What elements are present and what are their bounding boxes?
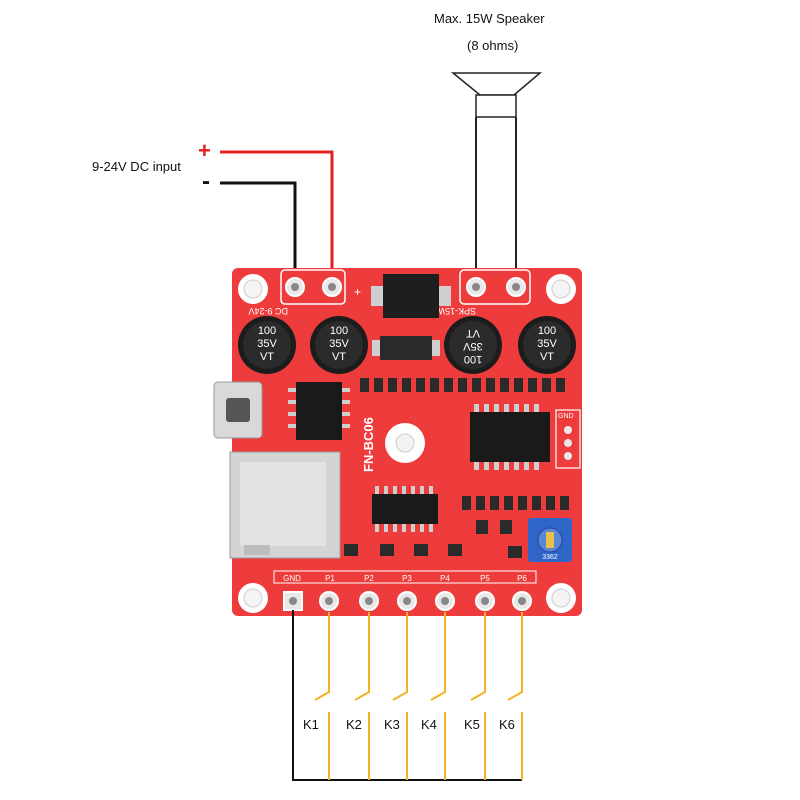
- pin-label-p4: P4: [440, 574, 450, 583]
- switch-wires: [314, 612, 523, 780]
- pcb-board: DC 9-24V + SPK-15W 100 35V VT 100 35V VT…: [213, 268, 582, 616]
- switch-k6: [507, 612, 523, 780]
- svg-text:100: 100: [330, 325, 348, 337]
- switch-label-k3: K3: [384, 717, 400, 732]
- power-pads: [280, 269, 346, 305]
- plus-symbol: +: [198, 138, 211, 163]
- minus-symbol: -: [202, 168, 210, 195]
- svg-text:3362: 3362: [542, 554, 558, 561]
- power-wires: + -: [198, 138, 334, 283]
- switch-k1: [314, 612, 330, 780]
- capacitor-1: 100 35V VT: [238, 316, 296, 374]
- amplifier-chip: [470, 412, 550, 462]
- minus-wire: [220, 181, 297, 283]
- side-header: [555, 409, 581, 469]
- pin-labels: GND P1 P2 P3 P4 P5 P6: [273, 570, 537, 584]
- regulator-chip: [383, 274, 439, 318]
- switch-label-k1: K1: [303, 717, 319, 732]
- switch-k3: [392, 612, 408, 780]
- speaker-pads: [459, 269, 531, 305]
- switch-k5: [470, 612, 486, 780]
- svg-text:35V: 35V: [257, 338, 277, 350]
- smd-lower-row: [344, 496, 569, 558]
- button-pads: [283, 591, 532, 611]
- plus-wire: [220, 150, 334, 283]
- pin-label-gnd: GND: [283, 574, 301, 583]
- pin-label-p6: P6: [517, 574, 527, 583]
- speaker-wires: [475, 117, 517, 282]
- svg-text:VT: VT: [332, 351, 346, 363]
- switch-label-k2: K2: [346, 717, 362, 732]
- speaker-impedance: (8 ohms): [467, 38, 519, 53]
- mounting-holes: [238, 274, 576, 613]
- svg-text:VT: VT: [466, 327, 480, 339]
- dc-plus-label: +: [354, 285, 361, 299]
- pin-label-p3: P3: [402, 574, 412, 583]
- switch-label-k5: K5: [464, 717, 480, 732]
- svg-text:VT: VT: [540, 351, 554, 363]
- smd-component-row: [360, 378, 565, 392]
- svg-text:100: 100: [258, 325, 276, 337]
- pin-label-p2: P2: [364, 574, 374, 583]
- power-input-label: 9-24V DC input: [92, 159, 181, 174]
- capacitor-2: 100 35V VT: [310, 316, 368, 374]
- svg-text:GND: GND: [558, 413, 574, 420]
- flash-chip: [296, 382, 342, 440]
- model-label: FN-BC06: [361, 417, 376, 472]
- switch-k2: [354, 612, 370, 780]
- speaker-icon: [450, 72, 543, 118]
- dc-label: DC 9-24V: [248, 306, 288, 316]
- decoder-chip: [372, 494, 438, 524]
- switch-label-k4: K4: [421, 717, 437, 732]
- svg-text:35V: 35V: [537, 338, 557, 350]
- svg-text:100: 100: [538, 325, 556, 337]
- switch-label-k6: K6: [499, 717, 515, 732]
- svg-text:100: 100: [464, 353, 482, 365]
- svg-text:VT: VT: [260, 351, 274, 363]
- pin-label-p5: P5: [480, 574, 490, 583]
- svg-text:35V: 35V: [463, 340, 483, 352]
- svg-text:35V: 35V: [329, 338, 349, 350]
- speaker-title: Max. 15W Speaker: [434, 11, 545, 26]
- spk-label: SPK-15W: [436, 306, 476, 316]
- switch-k4: [430, 612, 446, 780]
- capacitor-3: 100 35V VT: [444, 316, 502, 374]
- pin-label-p1: P1: [325, 574, 335, 583]
- capacitor-4: 100 35V VT: [518, 316, 576, 374]
- diode: [380, 336, 432, 360]
